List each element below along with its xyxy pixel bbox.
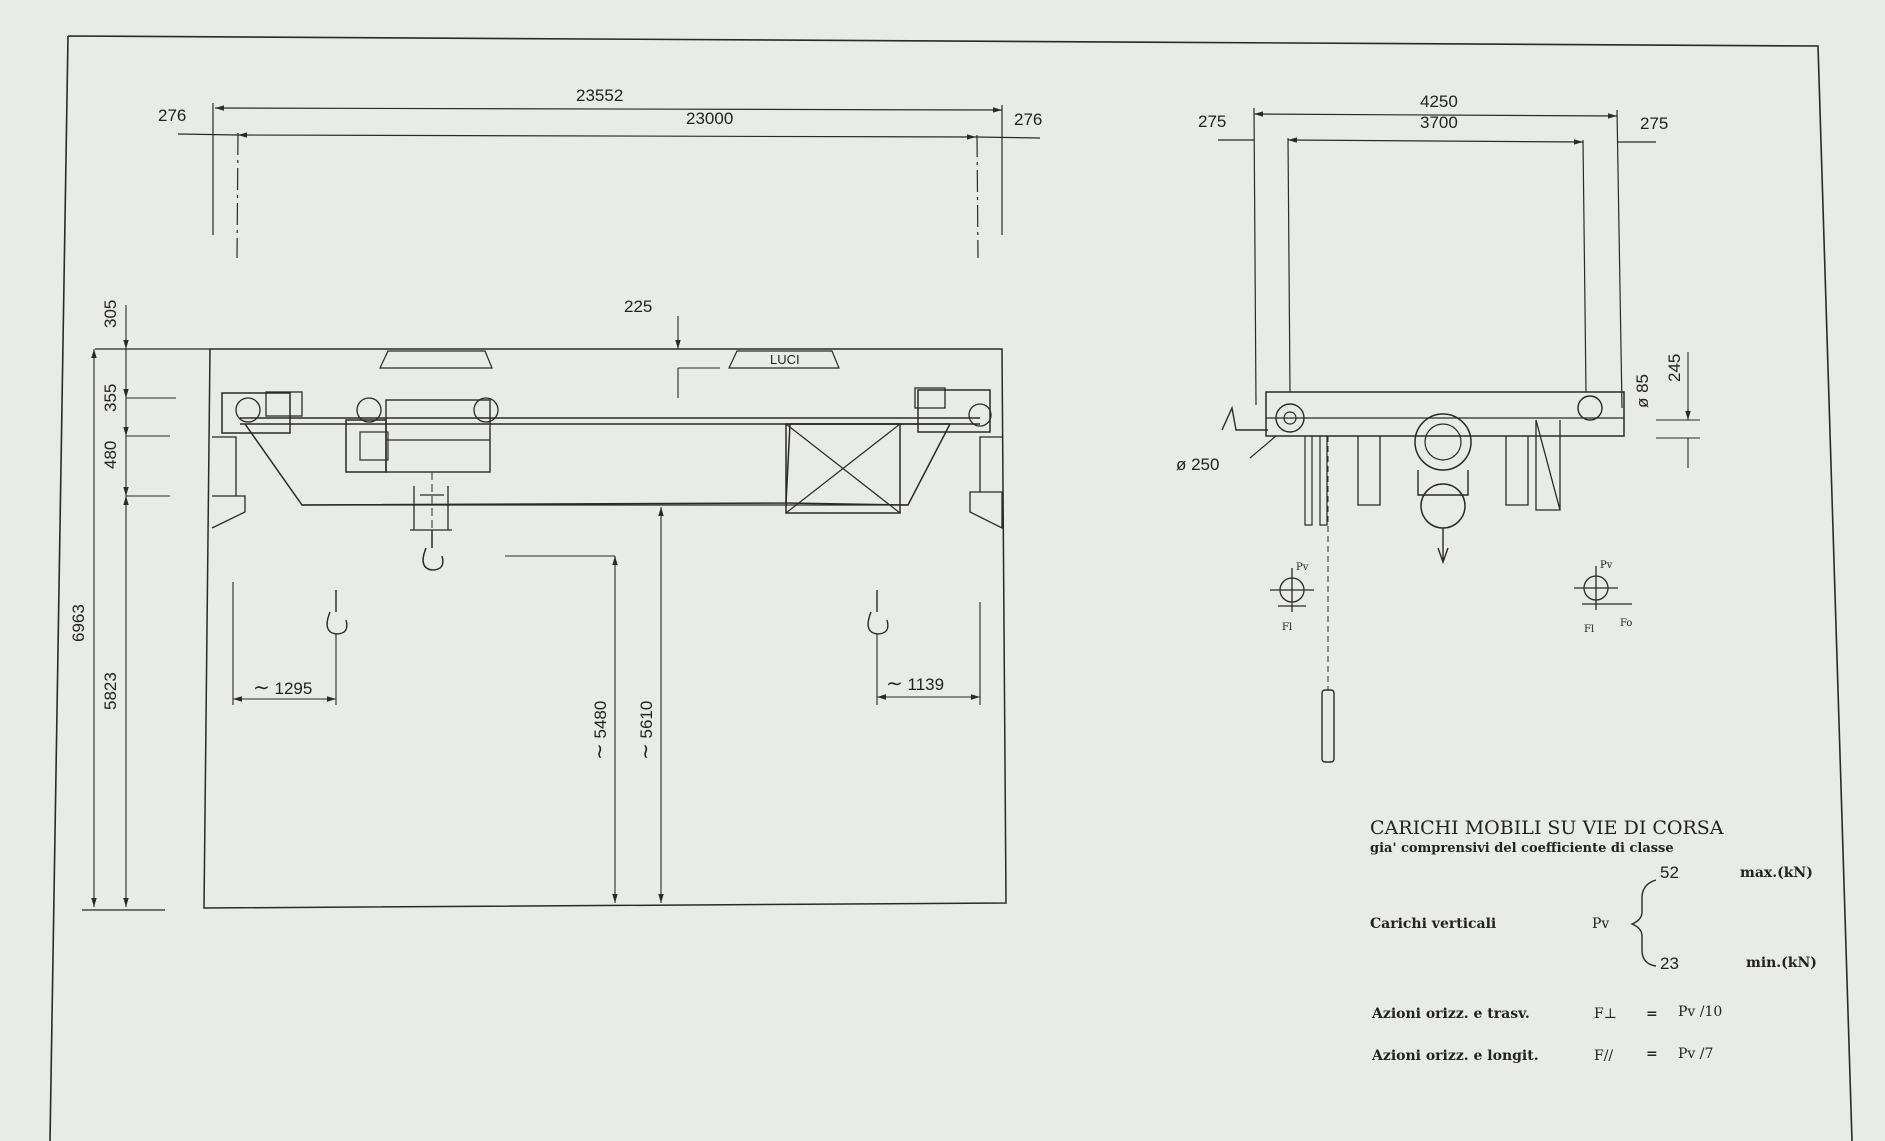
force-pv-left: Pv (1296, 562, 1309, 573)
force-symbol-left: Pv Fl (1270, 562, 1314, 633)
force-fo-right: Fo (1620, 618, 1632, 629)
dim-side-right-offset: 275 (1640, 114, 1668, 133)
dim-hook-height: ∼ 5480 (589, 701, 611, 760)
dim-side-overall: 4250 (1420, 92, 1458, 111)
max-unit: max.(kN) (1740, 865, 1813, 881)
longitudinal-formula: Pv /7 (1678, 1046, 1713, 1062)
front-view: 23552 23000 276 276 LUCI 225 (69, 86, 1042, 911)
dim-span: 23000 (686, 109, 733, 128)
transverse-eq: = (1646, 1006, 1658, 1022)
force-symbol-right: Pv Fl Fo (1574, 560, 1632, 635)
side-view: 4250 3700 275 275 ø 250 ø 85 245 (1176, 92, 1700, 763)
dim-480: 480 (101, 441, 120, 469)
brace (1630, 879, 1657, 967)
dim-side-left-offset: 275 (1198, 112, 1226, 131)
loads-title: CARICHI MOBILI SU VIE DI CORSA (1370, 817, 1724, 839)
loads-subtitle: gia' comprensivi del coefficiente di cla… (1370, 841, 1674, 856)
min-value: 23 (1660, 954, 1679, 973)
dim-305: 305 (101, 300, 120, 328)
dim-right-offset: 276 (1014, 110, 1042, 129)
dim-hook-right: ∼ 1139 (886, 673, 944, 695)
longitudinal-eq: = (1646, 1046, 1658, 1062)
transverse-formula: Pv /10 (1678, 1004, 1722, 1020)
force-fl-right: Fl (1584, 624, 1594, 635)
dim-top-gap: 225 (624, 297, 652, 316)
vertical-label: Carichi verticali (1370, 916, 1496, 932)
force-fl-left: Fl (1282, 622, 1292, 633)
dim-d85: ø 85 (1633, 374, 1652, 408)
transverse-label: Azioni orizz. e trasv. (1371, 1006, 1530, 1022)
force-pv-right: Pv (1600, 560, 1613, 571)
dim-wheel-diameter: ø 250 (1176, 455, 1219, 474)
longitudinal-label: Azioni orizz. e longit. (1371, 1048, 1539, 1064)
transverse-symbol: F⊥ (1594, 1006, 1617, 1022)
min-unit: min.(kN) (1746, 955, 1817, 971)
dim-rail-height: 5823 (101, 672, 120, 710)
max-value: 52 (1660, 863, 1679, 882)
vertical-symbol: Pv (1592, 916, 1609, 932)
dim-d245: 245 (1665, 354, 1684, 382)
sheet-border (49, 35, 1853, 1141)
dim-side-gauge: 3700 (1420, 113, 1458, 132)
dim-hook-left: ∼ 1295 (253, 677, 312, 699)
longitudinal-symbol: F// (1594, 1048, 1613, 1064)
dim-left-offset: 276 (158, 106, 186, 125)
dim-355: 355 (101, 384, 120, 412)
dim-overall-span: 23552 (576, 86, 623, 105)
luci-label: LUCI (770, 352, 800, 367)
dim-total-height: 6963 (69, 604, 88, 642)
loads-table: CARICHI MOBILI SU VIE DI CORSA gia' comp… (1370, 817, 1817, 1064)
dim-beam-height: ∼ 5610 (635, 701, 657, 760)
